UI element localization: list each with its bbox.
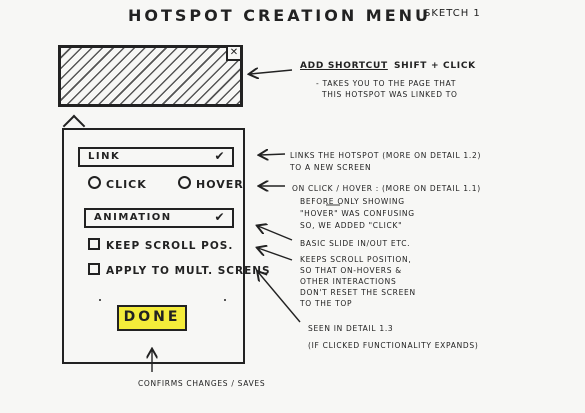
arrow-shortcut <box>250 70 293 74</box>
note-confirm: Confirms changes / saves <box>138 379 266 388</box>
note-scroll-4: don't reset the screen <box>300 288 416 297</box>
note-link-2: to a new screen <box>290 163 372 172</box>
page-title: Hotspot Creation Menu <box>128 6 432 25</box>
close-icon[interactable]: ✕ <box>226 45 242 61</box>
checkbox-apply-multiple-label: Apply to mult. screns <box>106 265 271 277</box>
radio-hover[interactable]: Hover <box>178 176 244 191</box>
note-shortcut-desc-2: this hotspot was linked to <box>322 90 458 99</box>
note-animation: Basic slide in/out etc. <box>300 239 411 248</box>
radio-icon <box>88 176 101 189</box>
arrow-link <box>260 154 286 155</box>
note-scroll-3: other interactions <box>300 277 397 286</box>
dot-mark <box>224 299 226 301</box>
note-shortcut-title: Add shortcut <box>300 61 388 71</box>
note-trigger-3: "Hover" was confusing <box>300 209 415 218</box>
note-trigger-1: On click / hover : (more on detail 1.1) <box>292 184 481 193</box>
sketch-label: Sketch 1 <box>424 8 481 19</box>
arrow-animation <box>258 226 293 241</box>
animation-dropdown[interactable]: Animation ✔ <box>84 208 234 228</box>
note-shortcut-desc-1: - Takes you to the page that <box>316 79 457 88</box>
note-trigger-4: so, we added "click" <box>300 221 403 230</box>
checkbox-icon <box>88 263 100 275</box>
dot-mark <box>99 299 101 301</box>
animation-dropdown-value: Animation <box>94 212 172 223</box>
note-trigger-2: Before only showing <box>300 197 405 206</box>
note-link-1: Links the hotspot (more on detail 1.2) <box>290 151 482 160</box>
link-dropdown[interactable]: Link ✔ <box>78 147 234 167</box>
note-scroll-5: to the top <box>300 299 353 308</box>
radio-icon <box>178 176 191 189</box>
chevron-down-icon: ✔ <box>214 149 226 163</box>
note-multi-1: Seen in detail 1.3 <box>308 324 394 333</box>
hotspot-preview[interactable]: ✕ <box>58 45 243 107</box>
note-shortcut-keys: Shift + Click <box>394 61 476 71</box>
link-dropdown-value: Link <box>88 151 121 162</box>
note-multi-2: (if clicked functionality expands) <box>308 341 479 350</box>
radio-hover-label: Hover <box>196 178 244 191</box>
note-shortcut: Add shortcut Shift + Click <box>300 60 476 72</box>
checkbox-icon <box>88 238 100 250</box>
chevron-down-icon: ✔ <box>214 210 226 224</box>
note-scroll-2: so that on-hovers & <box>300 266 402 275</box>
note-scroll-1: Keeps scroll position, <box>300 255 412 264</box>
arrow-scroll <box>258 248 293 261</box>
radio-click[interactable]: Click <box>88 176 147 191</box>
checkbox-keep-scroll[interactable]: Keep scroll pos. <box>88 238 233 252</box>
checkbox-apply-multiple[interactable]: Apply to mult. screns <box>88 263 271 277</box>
checkbox-keep-scroll-label: Keep scroll pos. <box>106 240 234 252</box>
arrow-multi <box>258 272 301 323</box>
radio-click-label: Click <box>106 178 147 191</box>
done-button[interactable]: Done <box>117 305 187 331</box>
